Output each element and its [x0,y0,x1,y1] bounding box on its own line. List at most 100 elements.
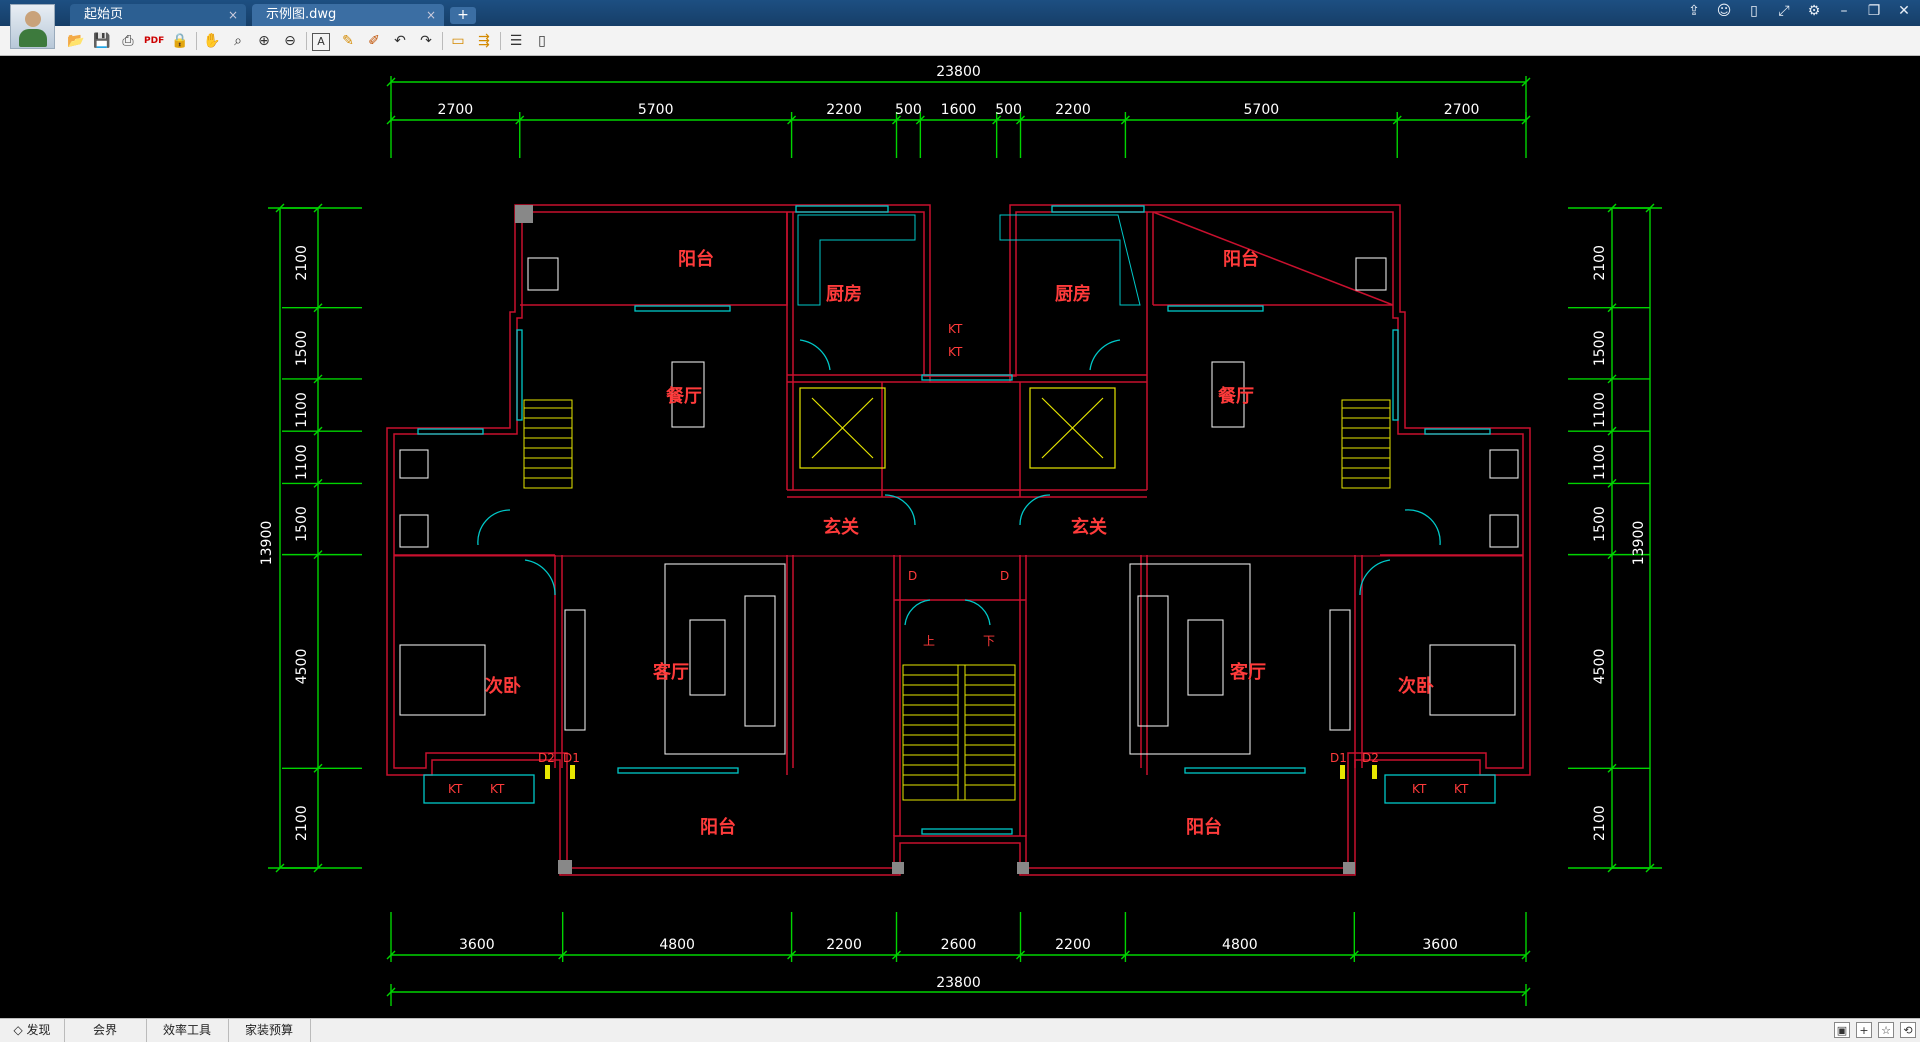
dimension-line [1607,426,1617,436]
tab-drawing[interactable]: 示例图.dwg × [252,4,444,26]
dimension-label: 4500 [1592,649,1608,685]
status-tab-label: 效率工具 [162,1023,211,1037]
door-label-d2: D2 [1362,751,1379,765]
dimension-lines [268,76,1662,1006]
columns [515,205,1355,874]
room-label-balcony: 阳台 [1186,816,1222,838]
dimension-label: 500 [895,102,922,118]
dimension-label: 2700 [1444,102,1480,118]
save-icon[interactable]: 💾 [93,33,111,49]
crosshair-icon[interactable]: + [1856,1022,1872,1038]
measure-area-icon[interactable]: ⇶ [478,33,490,49]
zoom-out-icon[interactable]: ⊖ [284,33,296,49]
status-tab-community[interactable]: 会界 [64,1019,147,1042]
share-icon[interactable]: ⇪ [1688,3,1700,19]
undo-icon[interactable]: ↶ [394,33,406,49]
tab-label: 起始页 [84,7,124,22]
dimension-label: 2200 [826,102,862,118]
pdf-icon[interactable]: PDF [144,36,165,46]
lock-icon[interactable]: 🔒 [171,33,189,49]
dimension-label: 5700 [1244,102,1280,118]
user-avatar[interactable] [10,4,55,49]
dimension-line [1521,987,1531,997]
mobile-icon[interactable]: ▯ [1750,3,1758,19]
dimension-label: 1100 [294,392,310,428]
room-label-bedroom: 次卧 [485,675,521,697]
measure-icon[interactable]: ▭ [451,33,465,49]
dimension-label: 2200 [1055,102,1091,118]
diamond-icon: ◇ [13,1023,27,1037]
refresh-icon[interactable]: ⟲ [1900,1022,1916,1038]
zoom-in-icon[interactable]: ⊕ [258,33,270,49]
room-label-bedroom: 次卧 [1398,675,1434,697]
open-icon[interactable]: 📂 [67,33,85,49]
dimension-line [275,203,285,213]
tab-close-icon[interactable]: × [227,8,238,22]
dimension-label: 1100 [1592,392,1608,428]
door-label-d1: D1 [1330,751,1347,765]
star-icon[interactable]: ☆ [1878,1022,1894,1038]
kt-label: KT [948,322,963,336]
tab-start-page[interactable]: 起始页 × [70,4,246,26]
dimension-line [313,426,323,436]
dimension-label: 1600 [941,102,977,118]
dimension-line [386,115,396,125]
elevators [799,387,1116,469]
restore-icon[interactable]: ❐ [1867,3,1881,19]
pencil-icon[interactable]: ✎ [342,33,354,49]
toolbar-separator [500,32,501,50]
dimension-line [313,550,323,560]
add-tab-button[interactable]: + [450,7,476,24]
status-tab-discover[interactable]: ◇ 发现 [0,1019,65,1042]
text-icon[interactable]: A [312,33,330,51]
minimize-icon[interactable]: – [1840,3,1848,19]
fullscreen-icon[interactable]: ⤢ [1778,3,1790,19]
dimension-label: 2100 [1592,245,1608,281]
furniture [399,257,1519,755]
avatar-body [19,29,47,47]
model-space-icon[interactable]: ▣ [1834,1022,1850,1038]
stair-label-down: 下 [983,634,995,648]
dimension-line [1607,478,1617,488]
dimension-line [1607,303,1617,313]
kitchen-fixtures [797,214,1141,306]
dimension-label: 2600 [941,937,977,953]
dimension-label: 4500 [294,649,310,685]
markup-icon[interactable]: ✐ [368,33,380,49]
floor-plan [386,204,1531,876]
settings-icon[interactable]: ⚙ [1807,3,1821,19]
dimension-line [313,763,323,773]
stairs [523,399,1391,801]
dimension-line [1120,115,1130,125]
room-label-kitchen: 厨房 [826,283,862,305]
dimension-label: 1500 [294,506,310,542]
dimension-line [1645,863,1655,873]
dimension-label: 4800 [659,937,695,953]
clear-icon[interactable]: ▯ [538,33,546,49]
status-tab-label: 会界 [92,1023,117,1037]
title-bar: 起始页 × 示例图.dwg × + ⇪ ☺ ▯ ⤢ ⚙ – ❐ ✕ [0,0,1920,26]
status-tab-tools[interactable]: 效率工具 [146,1019,229,1042]
dimension-line [1120,950,1130,960]
dimension-line [1645,203,1655,213]
dimension-line [1607,763,1617,773]
kt-label: KT [490,782,505,796]
room-label-balcony: 阳台 [700,816,736,838]
windows [417,205,1496,835]
zoom-window-icon[interactable]: ⌕ [234,33,242,49]
pan-icon[interactable]: ✋ [203,33,221,49]
status-tab-budget[interactable]: 家装预算 [228,1019,311,1042]
room-label-balcony: 阳台 [678,248,714,270]
tab-close-icon[interactable]: × [425,8,436,22]
chat-icon[interactable]: ☺ [1716,3,1732,19]
close-icon[interactable]: ✕ [1898,3,1910,19]
kt-label: KT [448,782,463,796]
redo-icon[interactable]: ↷ [420,33,432,49]
layers-icon[interactable]: ☰ [509,33,523,49]
print-icon[interactable]: ⎙ [122,33,134,49]
dimension-line [313,374,323,384]
status-bar: ◇ 发现 会界 效率工具 家装预算 ▣ + ☆ ⟲ [0,1018,1920,1042]
kt-label: KT [1454,782,1469,796]
